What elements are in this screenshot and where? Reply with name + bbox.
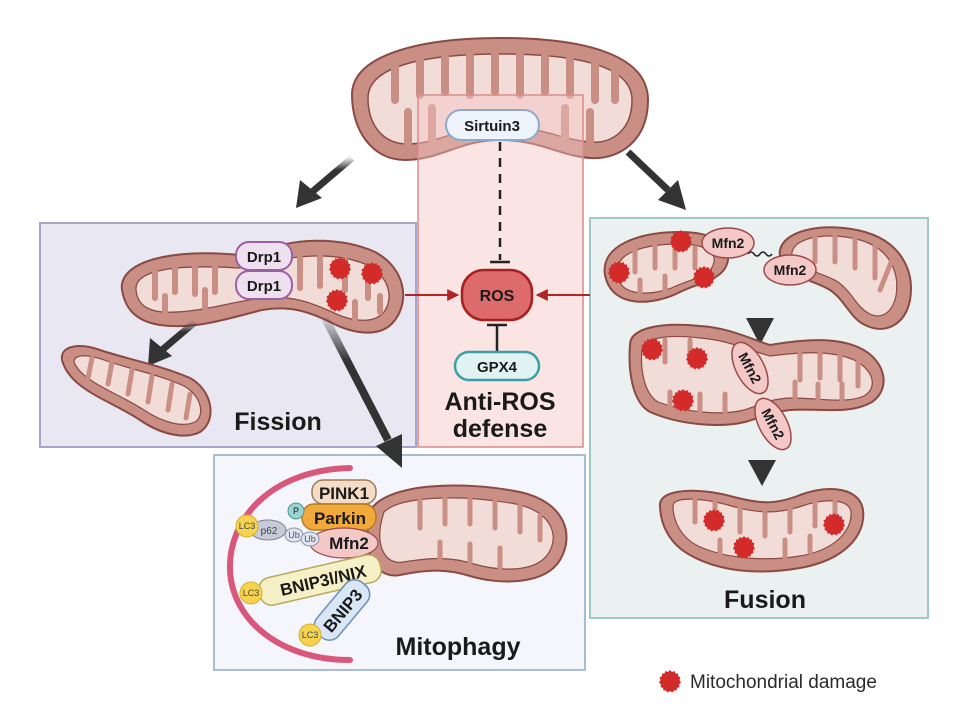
- lc3-label: LC3: [302, 630, 319, 640]
- lc3-node-bnip3: LC3: [298, 623, 322, 647]
- mitophagy-mitochondrion: [366, 484, 568, 583]
- fusion-result-mitochondrion: [658, 488, 865, 573]
- mfn2-tether: [747, 251, 773, 257]
- fusion-step1-arrow: [746, 282, 774, 345]
- phagophore-membrane: [226, 465, 353, 663]
- phospho-node: P: [287, 502, 305, 520]
- sirtuin3-node: Sirtuin3: [445, 109, 540, 141]
- anti-ros-title-line2: defense: [453, 415, 548, 443]
- fusion-left-mitochondrion: [603, 230, 730, 303]
- gpx4-label: GPX4: [477, 359, 518, 376]
- sirtuin3-label: Sirtuin3: [464, 118, 520, 135]
- mfn2-label: Mfn2: [712, 235, 745, 251]
- lc3-label: LC3: [243, 588, 260, 598]
- damage-dot-icon: [659, 670, 681, 693]
- drp1-top: Drp1: [235, 241, 293, 271]
- drp1-bottom-label: Drp1: [247, 278, 281, 295]
- mfn2-merge-lower: Mfn2: [754, 397, 792, 451]
- mfn2-tether-left: Mfn2: [701, 227, 755, 259]
- legend: Mitochondrial damage: [659, 670, 877, 693]
- p62-label: p62: [261, 526, 278, 537]
- legend-label: Mitochondrial damage: [690, 672, 877, 693]
- fusion-right-mitochondrion: [778, 226, 912, 330]
- fission-daughter-mitochondrion: [60, 345, 212, 437]
- fusion-step2-arrow: [748, 432, 776, 486]
- gpx4-node: GPX4: [453, 350, 541, 382]
- mfn2-mitophagy-node: Mfn2: [309, 527, 379, 559]
- anti-ros-title-line1: Anti-ROS: [444, 388, 555, 416]
- ros-label: ROS: [480, 288, 515, 305]
- top-to-fission-arrow: [296, 155, 355, 208]
- mfn2-merge-upper: Mfn2: [731, 341, 769, 395]
- phospho-label: P: [293, 506, 299, 516]
- mfn2-mitophagy-label: Mfn2: [329, 534, 369, 553]
- lc3-node-bnip3l: LC3: [239, 581, 263, 605]
- top-to-fusion-arrow: [625, 149, 686, 210]
- lc3-label: LC3: [239, 521, 256, 531]
- fission-daughter-arrow: [148, 319, 198, 366]
- fission-title: Fission: [234, 408, 322, 436]
- parkin-node: Parkin: [301, 503, 377, 531]
- fission-to-mitophagy-arrow: [321, 316, 402, 468]
- mfn2-label: Mfn2: [774, 262, 807, 278]
- pink1-node: PINK1: [311, 479, 377, 505]
- ubiquitin-chain: Ub Ub: [284, 527, 320, 547]
- pink1-label: PINK1: [319, 484, 369, 503]
- drp1-top-label: Drp1: [247, 249, 281, 266]
- ub-label: Ub: [288, 530, 300, 540]
- mfn2-tether-right: Mfn2: [763, 254, 817, 286]
- lc3-node-p62: LC3: [235, 514, 259, 538]
- parkin-label: Parkin: [314, 509, 366, 528]
- ub-label: Ub: [304, 534, 316, 544]
- top-mitochondrion: [350, 36, 650, 162]
- drp1-bottom: Drp1: [235, 270, 293, 300]
- fusion-title: Fusion: [724, 586, 806, 614]
- ros-node: ROS: [460, 268, 534, 322]
- mitophagy-title: Mitophagy: [396, 633, 521, 661]
